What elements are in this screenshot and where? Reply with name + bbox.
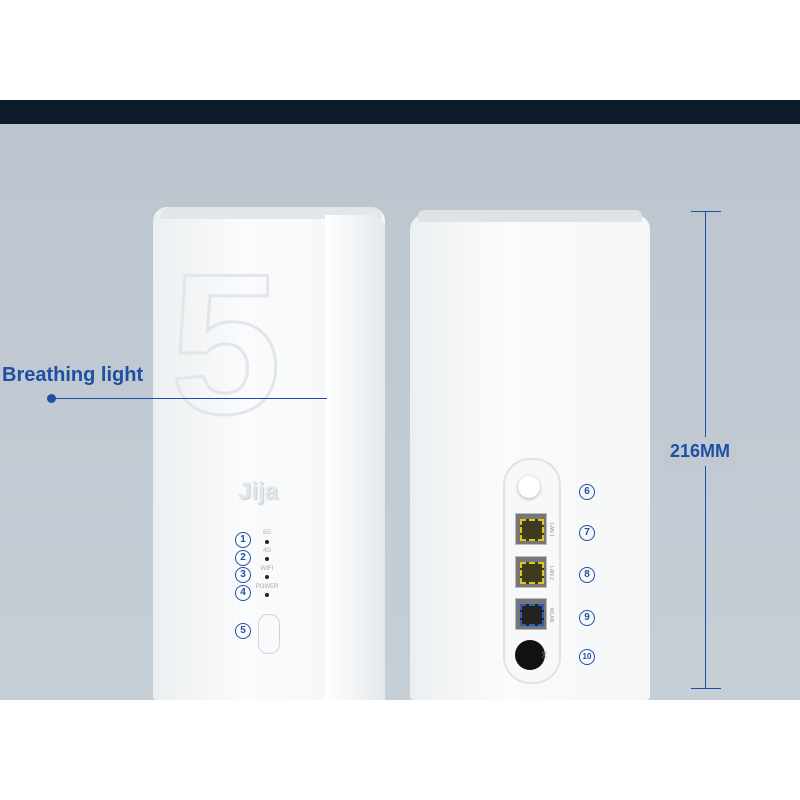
led-power (265, 593, 269, 597)
wlan-port (515, 598, 547, 630)
callout-1: 1 (235, 532, 251, 548)
lan1-label: LAN 1 (547, 523, 554, 537)
callout-8: 8 (579, 567, 595, 583)
lan1-port (515, 513, 547, 545)
breathing-light-leader (52, 398, 327, 399)
reset-button (518, 476, 540, 498)
led-label-4g: 4G (262, 548, 271, 554)
led-label-5g: 5G (262, 530, 271, 536)
wlan-label: WLAN (548, 607, 555, 623)
dc-port (515, 640, 545, 670)
led-4g (265, 557, 269, 561)
router-back-top (418, 210, 642, 222)
lan2-label: LAN 2 (547, 566, 554, 580)
lan2-port (515, 556, 547, 588)
dimension-cap-top (691, 211, 721, 212)
led-wifi (265, 575, 269, 579)
callout-6: 6 (579, 484, 595, 500)
callout-3: 3 (235, 567, 251, 583)
callout-7: 7 (579, 525, 595, 541)
dc-label: DC (540, 651, 547, 659)
dimension-cap-bottom (691, 688, 721, 689)
callout-9: 9 (579, 610, 595, 626)
5g-logo: 5 (168, 233, 282, 456)
callout-4: 4 (235, 585, 251, 601)
led-5g (265, 540, 269, 544)
breathing-light-dot (47, 394, 56, 403)
callout-5: 5 (235, 623, 251, 639)
backdrop (0, 124, 800, 700)
callout-2: 2 (235, 550, 251, 566)
led-label-wifi: WIFI (260, 566, 274, 572)
router-front-side (325, 215, 385, 700)
wps-button (258, 614, 280, 654)
brand-logo: Jija (238, 478, 279, 505)
height-label: 216MM (664, 437, 737, 466)
header-bar (0, 100, 800, 124)
breathing-light-label: Breathing light (2, 364, 144, 386)
led-label-power: POWER (255, 584, 279, 590)
callout-10: 10 (579, 649, 595, 665)
